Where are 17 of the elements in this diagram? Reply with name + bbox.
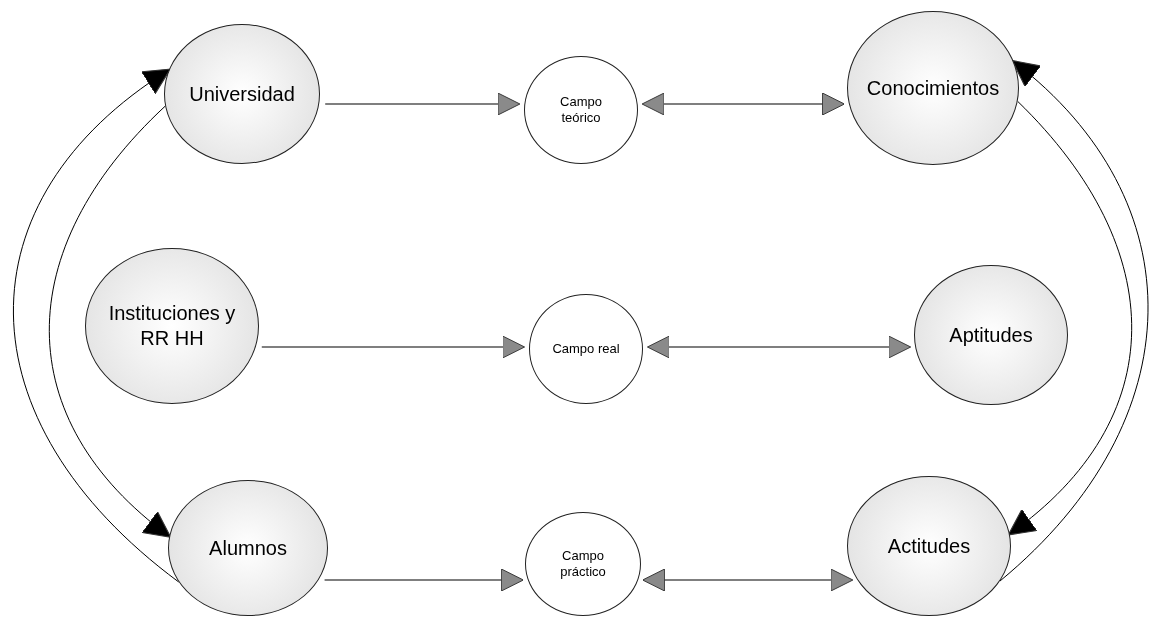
node-label: Campo teórico — [559, 93, 603, 127]
arrow — [642, 568, 854, 592]
node-label: Campo real — [551, 340, 621, 358]
node-label: Conocimientos — [865, 75, 1001, 101]
node-label: Campo práctico — [559, 547, 607, 581]
arrow — [646, 335, 912, 359]
node-label: Actitudes — [886, 533, 972, 559]
node-label: Alumnos — [208, 535, 288, 561]
node-label: Instituciones y RR HH — [107, 301, 237, 351]
node-label: Aptitudes — [948, 322, 1034, 348]
arrow — [1007, 100, 1133, 536]
node-label: Universidad — [188, 81, 296, 107]
arrow — [261, 335, 526, 359]
arrow — [323, 568, 524, 592]
arrow — [641, 92, 845, 116]
arrow — [48, 105, 172, 538]
arrow — [324, 92, 521, 116]
